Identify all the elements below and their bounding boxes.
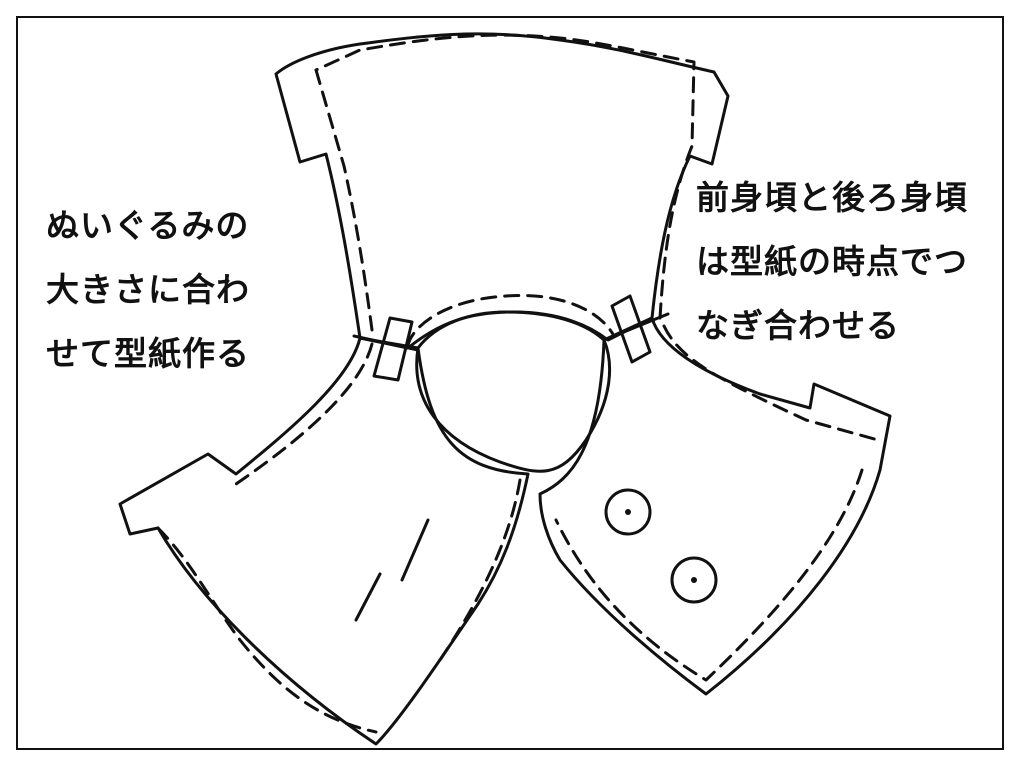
- annotation-right-line-1: 前身頃と後ろ身頃: [696, 178, 968, 217]
- back-bodice-seam: [314, 33, 696, 332]
- annotation-left: ぬいぐるみの 大きさに合わ せて型紙作る: [46, 194, 250, 386]
- left-fold-mark-2: [354, 572, 382, 622]
- left-joint-line: [352, 334, 420, 352]
- right-front-outline: [538, 316, 892, 696]
- left-joint-tab: [372, 316, 414, 382]
- neck-opening: [415, 310, 612, 473]
- annotation-left-line-1: ぬいぐるみの: [46, 206, 250, 245]
- right-joint-tab: [610, 294, 652, 364]
- annotation-right-line-2: は型紙の時点でつ: [696, 242, 968, 281]
- annotation-left-line-2: 大きさに合わ: [46, 270, 250, 309]
- neck-seam: [406, 293, 616, 348]
- left-fold-mark-1: [400, 518, 430, 582]
- back-bodice-outline: [274, 32, 730, 350]
- annotation-right: 前身頃と後ろ身頃 は型紙の時点でつ なぎ合わせる: [696, 166, 968, 358]
- button-upper: [604, 488, 652, 536]
- annotation-left-line-3: せて型紙作る: [46, 334, 250, 373]
- right-joint-line: [602, 312, 670, 342]
- illustration-frame: [16, 16, 1004, 750]
- left-front-outline: [118, 336, 530, 746]
- right-front-seam: [554, 324, 880, 682]
- left-front-seam: [156, 342, 522, 734]
- annotation-right-line-3: なぎ合わせる: [696, 306, 900, 345]
- button-lower: [670, 556, 718, 604]
